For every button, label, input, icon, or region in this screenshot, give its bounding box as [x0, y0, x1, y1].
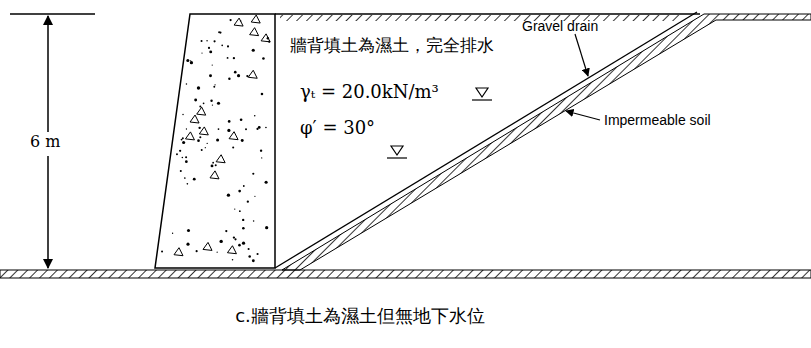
parameter-label: φ′ = 30° [300, 118, 375, 139]
part-label: Impermeable soil [604, 112, 711, 128]
note-text: 牆背填土為濕土，完全排水 [290, 36, 494, 56]
dimension-label: 6 m [30, 133, 60, 151]
parameter-label: γₜ = 20.0kN/m³ [300, 82, 439, 103]
figure-caption: c.牆背填土為濕土但無地下水位 [235, 306, 485, 327]
part-label: Gravel drain [522, 18, 598, 34]
